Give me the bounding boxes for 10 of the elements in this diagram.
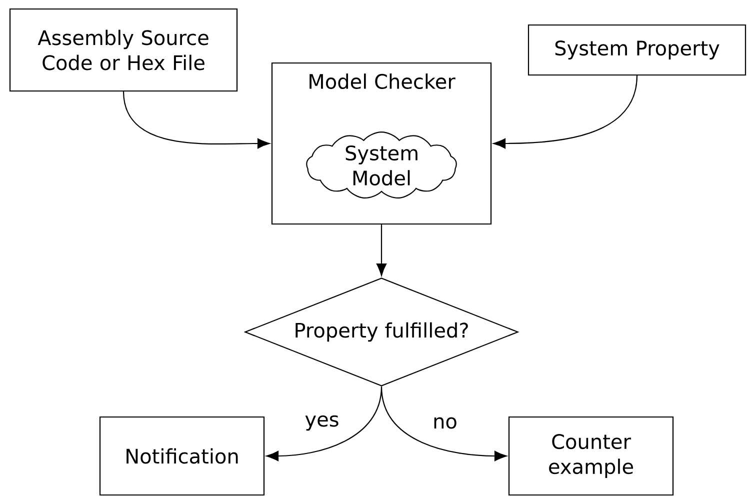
process-box: Notification [99, 416, 265, 496]
arrow [380, 386, 507, 462]
arrow [493, 75, 638, 149]
edge-label: yes [304, 414, 340, 432]
arrow [122, 91, 270, 149]
process-box: System Property [528, 24, 746, 76]
process-box: Assembly Source Code or Hex File [9, 8, 238, 92]
process-box: Counter example [508, 416, 674, 496]
arrow [376, 224, 387, 276]
edge-label: no [432, 416, 458, 430]
